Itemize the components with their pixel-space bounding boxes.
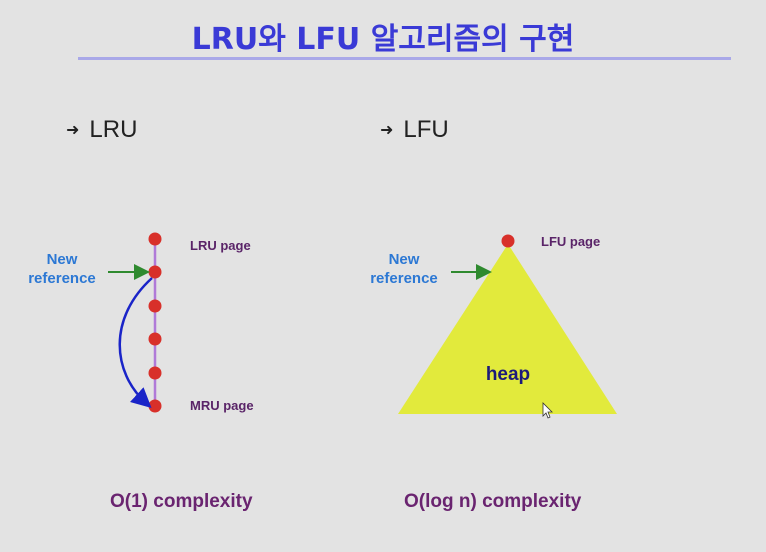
- lru-page-label: LRU page: [190, 238, 251, 253]
- lru-new-reference-label: reference: [28, 270, 96, 287]
- lru-move-to-mru-arrow: [118, 277, 153, 409]
- page-title: LRU와 LFU 알고리즘의 구현: [191, 22, 575, 57]
- arrow-bullet-icon: ➜: [380, 122, 394, 139]
- heap-label: heap: [486, 364, 530, 385]
- lfu-page-label: LFU page: [541, 234, 600, 249]
- lfu-heading: LFU: [403, 116, 449, 143]
- arrow-bullet-icon: ➜: [66, 122, 80, 139]
- lru-node: [148, 366, 162, 380]
- mru-page-label: MRU page: [190, 398, 254, 413]
- lfu-new-reference-label: New: [389, 251, 420, 268]
- lru-new-reference-label: New: [47, 251, 78, 268]
- lru-node: [148, 265, 162, 279]
- lfu-new-reference-label: reference: [370, 270, 438, 287]
- lru-node: [148, 332, 162, 346]
- lru-complexity-label: O(1) complexity: [110, 491, 253, 512]
- title-underline: [78, 57, 731, 60]
- lru-node: [148, 399, 162, 413]
- bullet-lru: ➜ LRU: [66, 116, 137, 144]
- lru-heading: LRU: [89, 116, 138, 143]
- lfu-complexity-label: O(log n) complexity: [404, 491, 582, 512]
- lfu-root-node: [501, 234, 515, 248]
- bullet-lfu: ➜ LFU: [380, 116, 449, 144]
- mouse-cursor-icon: [542, 402, 553, 419]
- lru-node: [148, 232, 162, 246]
- heap-triangle: [398, 244, 617, 414]
- lru-node: [148, 299, 162, 313]
